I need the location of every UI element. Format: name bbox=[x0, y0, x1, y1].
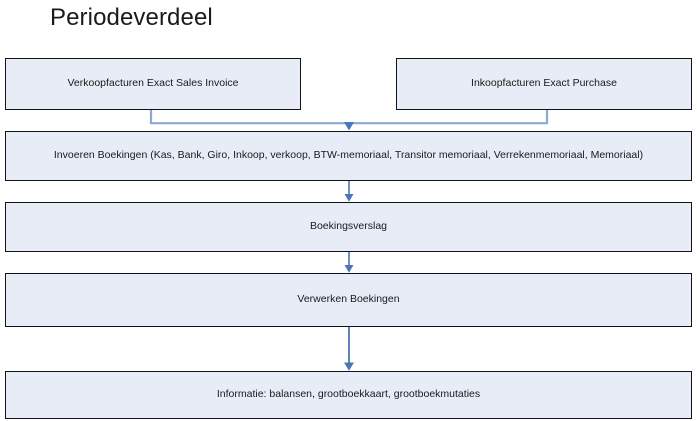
connector-verwerken-to-informatie bbox=[344, 327, 354, 371]
node-informatie[interactable]: Informatie: balansen, grootboekkaart, gr… bbox=[5, 371, 692, 419]
node-label: Invoeren Boekingen (Kas, Bank, Giro, Ink… bbox=[53, 149, 644, 162]
node-inkoopfacturen[interactable]: Inkoopfacturen Exact Purchase bbox=[396, 58, 692, 110]
node-boekingsverslag[interactable]: Boekingsverslag bbox=[5, 202, 692, 252]
page-title: Periodeverdeel bbox=[50, 4, 213, 31]
node-label: Verwerken Boekingen bbox=[297, 293, 400, 306]
node-label: Informatie: balansen, grootboekkaart, gr… bbox=[216, 388, 481, 401]
node-verwerken-boekingen[interactable]: Verwerken Boekingen bbox=[5, 273, 692, 327]
connector-invoeren-to-boekingsverslag bbox=[344, 181, 354, 202]
node-label: Inkoopfacturen Exact Purchase bbox=[471, 77, 617, 90]
node-label: Boekingsverslag bbox=[309, 220, 388, 233]
connector-boekingsverslag-to-verwerken bbox=[344, 252, 354, 273]
node-invoeren-boekingen[interactable]: Invoeren Boekingen (Kas, Bank, Giro, Ink… bbox=[5, 131, 692, 181]
node-verkoopfacturen[interactable]: Verkoopfacturen Exact Sales Invoice bbox=[5, 58, 301, 110]
node-label: Verkoopfacturen Exact Sales Invoice bbox=[67, 77, 239, 90]
connector-merge-to-invoeren bbox=[149, 110, 549, 131]
